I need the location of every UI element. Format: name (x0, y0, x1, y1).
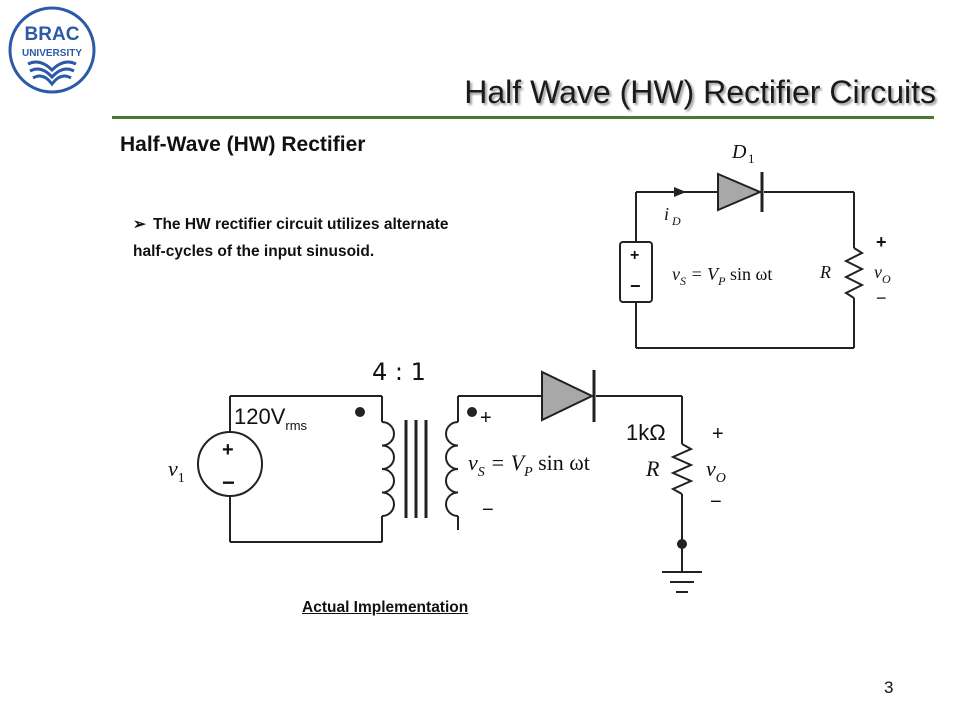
ac-source-icon (197, 431, 263, 497)
slide-title: Half Wave (HW) Rectifier Circuits (464, 74, 936, 110)
bullet-arrow-icon: ➢ (133, 216, 146, 233)
primary-dot (355, 407, 365, 417)
output-voltage-label: vO (706, 456, 726, 486)
source-plus: + (630, 247, 639, 264)
brac-university-logo: BRAC UNIVERSITY (8, 6, 96, 94)
secondary-equation: vS = VP sin ωt (468, 450, 590, 480)
bullet-point: ➢ The HW rectifier circuit utilizes alter… (133, 211, 583, 265)
bullet-text-line2: half-cycles of the input sinusoid. (133, 243, 375, 260)
source-equation: vS = VP sin ωt (672, 264, 772, 288)
current-label-sub: D (671, 214, 681, 228)
current-arrow-icon (674, 187, 686, 197)
turns-ratio: 4 : 1 (372, 358, 426, 386)
implementation-circuit: 4 : 1 120Vrms v1 + − + − vS = VP sin ωt … (168, 358, 726, 593)
secondary-dot (467, 407, 477, 417)
diode-label-sub: 1 (748, 151, 755, 166)
logo-text-brac: BRAC (25, 24, 80, 45)
primary-voltage: 120Vrms (234, 404, 308, 433)
logo-text-university: UNIVERSITY (22, 48, 82, 59)
output-plus: + (876, 232, 887, 252)
source-label: v1 (168, 456, 185, 486)
secondary-plus: + (480, 407, 492, 429)
resistor-label: R (819, 262, 831, 282)
current-label: i (664, 204, 669, 224)
page-number: 3 (884, 678, 894, 697)
output-plus: + (712, 423, 724, 445)
figure-caption: Actual Implementation (302, 599, 469, 616)
output-voltage-label: vO (874, 262, 891, 286)
section-subtitle: Half-Wave (HW) Rectifier (120, 133, 366, 156)
bullet-text-line1: The HW rectifier circuit utilizes altern… (153, 216, 449, 233)
source-minus: − (222, 470, 235, 495)
ground-node (677, 539, 687, 549)
basic-rectifier-circuit: D 1 i D + − vS = VP sin ωt R + vO − (619, 141, 891, 349)
output-minus: − (710, 491, 722, 513)
output-minus: − (876, 288, 887, 308)
resistor-label: R (645, 456, 660, 481)
resistor-value: 1kΩ (626, 420, 666, 445)
title-underline (112, 116, 934, 119)
secondary-minus: − (482, 499, 494, 521)
diode-label: D (731, 141, 747, 163)
diode-symbol-impl (541, 370, 595, 422)
source-minus: − (630, 276, 641, 296)
source-plus: + (222, 439, 234, 461)
diode-symbol (717, 172, 763, 212)
